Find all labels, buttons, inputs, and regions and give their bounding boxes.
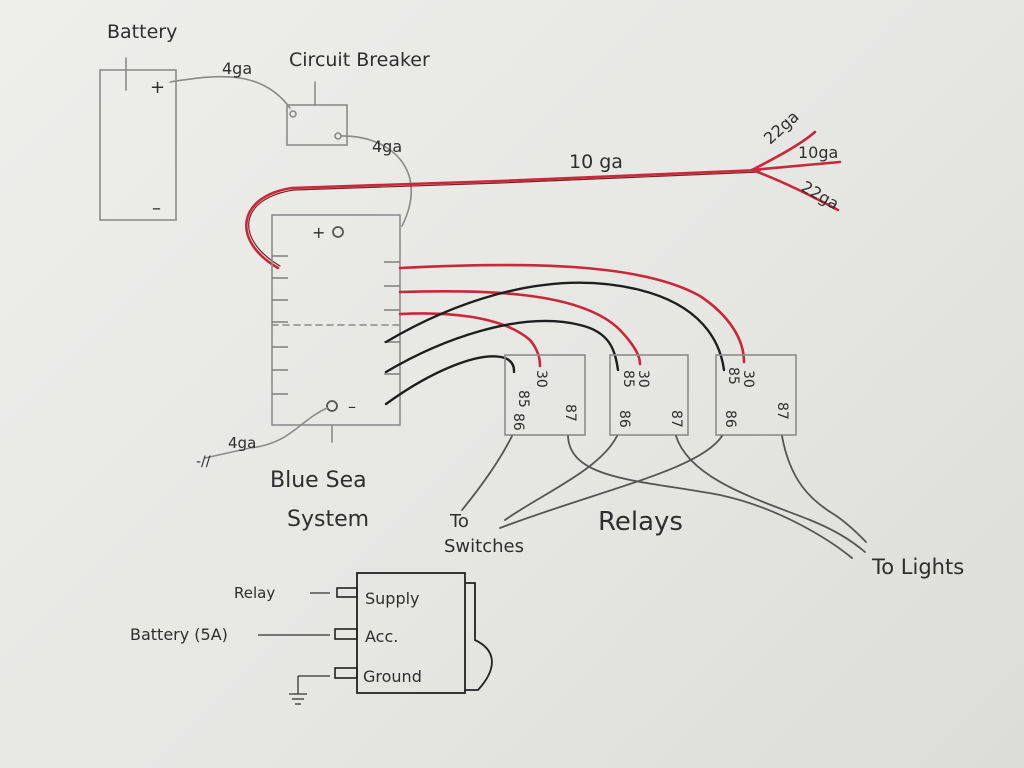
- relay-pin-86: 86: [510, 413, 526, 431]
- circuit-breaker: Circuit Breaker: [286, 49, 430, 146]
- switch-ground-label: Ground: [363, 667, 422, 686]
- relay-pin-85: 85: [725, 367, 741, 385]
- battery-label: Battery: [107, 21, 177, 43]
- fuse-negative-terminal: [326, 400, 338, 412]
- switch-supply-label: Supply: [365, 589, 420, 608]
- gauge-split-bottom-label: 22ga: [798, 177, 842, 214]
- relay-pin-85: 85: [515, 390, 531, 408]
- breaker-terminal-out: [334, 132, 342, 140]
- breaker-terminal-in: [289, 110, 297, 118]
- relay-2: 85 30 86 87: [609, 354, 689, 436]
- relay-3: 85 30 86 87: [715, 354, 797, 436]
- switch-acc-label: Acc.: [365, 627, 398, 646]
- relay-pin-30: 30: [740, 370, 756, 388]
- switch-relay-label: Relay: [234, 584, 275, 602]
- relay-body: [504, 354, 586, 436]
- wire-relay1-87-to-lights: [567, 435, 853, 559]
- battery: Battery + –: [99, 21, 177, 221]
- wire-fuse-to-relay3-pin85: [384, 281, 726, 372]
- to-switches-label-line2: Switches: [444, 536, 524, 557]
- gauge-main-label: 10 ga: [569, 151, 623, 173]
- relay-pin-87: 87: [774, 402, 790, 420]
- fuse-plus-sign: +: [312, 223, 325, 242]
- wire-fuse-to-relay2-pin85: [384, 319, 620, 374]
- battery-body: [99, 69, 177, 221]
- to-switches-label-line1: To: [449, 511, 469, 532]
- wire-fuse-to-relay3-pin30: [398, 263, 746, 364]
- wire-relay2-87-to-lights: [675, 435, 866, 553]
- relay-body: [609, 354, 689, 436]
- relays-label: Relays: [598, 507, 683, 537]
- fuse-positive-terminal: [332, 226, 344, 238]
- wire-relay3-87-to-lights: [781, 435, 867, 543]
- switch-terminal-acc: [334, 628, 358, 640]
- switch-terminal-supply: [336, 587, 358, 598]
- wire-main-10ga: [245, 168, 762, 270]
- wire-fuse-to-relay1-pin85: [384, 355, 516, 406]
- wire-split-bottom: [750, 168, 840, 212]
- relay-pin-30: 30: [635, 370, 651, 388]
- wire-split-mid: [750, 160, 842, 172]
- gauge-ground-label: 4ga: [228, 434, 256, 452]
- wire-fuse-to-relay2-pin30: [398, 290, 642, 366]
- wire-main-10ga-shadow: [248, 171, 761, 267]
- switch-rocker: [465, 582, 493, 691]
- wire-battery-to-breaker: [169, 75, 291, 109]
- rocker-switch: Supply Acc. Ground: [334, 572, 493, 694]
- switch-terminal-ground: [334, 667, 358, 679]
- battery-minus-sign: –: [152, 198, 161, 219]
- relay-pin-30: 30: [533, 370, 549, 388]
- relay-pin-86: 86: [722, 410, 738, 428]
- wire-breaker-to-fuseblock: [340, 135, 413, 227]
- gauge-split-mid-label: 10ga: [798, 143, 838, 162]
- fuse-block-label-line1: Blue Sea: [270, 468, 367, 493]
- wire-split-top: [750, 130, 817, 172]
- relay-body: [715, 354, 797, 436]
- relay-pin-86: 86: [616, 410, 632, 428]
- wire-fuse-to-relay1-pin30: [398, 312, 542, 368]
- fuse-block-body: [271, 214, 401, 426]
- relay-pin-85: 85: [620, 370, 636, 388]
- gauge-breaker-bus-label: 4ga: [372, 137, 402, 156]
- wire-ground: [204, 407, 328, 459]
- wire-relay1-86-to-switches: [461, 435, 513, 511]
- ground-mark: -//: [196, 454, 211, 470]
- fuse-block-label-line2: System: [287, 507, 369, 532]
- ground-symbol-icon: [289, 675, 330, 705]
- to-lights-label: To Lights: [871, 555, 964, 579]
- breaker-label: Circuit Breaker: [289, 49, 430, 71]
- wire-relay3-86-to-switches: [499, 435, 723, 529]
- battery-plus-sign: +: [150, 77, 165, 98]
- relay-pin-87: 87: [668, 410, 684, 428]
- gauge-split-top-label: 22ga: [760, 107, 803, 148]
- fuse-block: + – Blue Sea System: [270, 214, 401, 532]
- switch-battery-label: Battery (5A): [130, 625, 228, 644]
- wire-relay2-86-to-switches: [504, 435, 618, 521]
- breaker-body: [286, 104, 348, 146]
- relay-1: 85 30 86 87: [504, 354, 586, 436]
- relay-pin-87: 87: [562, 404, 578, 422]
- gauge-battery-breaker-label: 4ga: [222, 59, 252, 78]
- fuse-minus-sign: –: [348, 397, 356, 416]
